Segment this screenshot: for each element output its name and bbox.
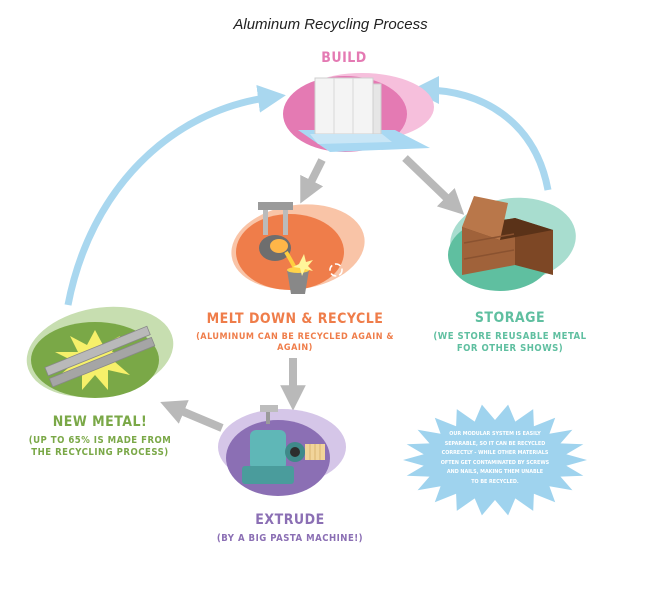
arrow-extrude-to-newmetal <box>160 400 224 432</box>
arrow-build-to-storage <box>402 155 465 215</box>
storage-sub-2: FOR OTHER SHOWS) <box>456 343 564 355</box>
newmetal-sub-2: THE RECYCLING PROCESS) <box>31 447 169 459</box>
melt-illustration <box>231 202 365 294</box>
step-extrude: EXTRUDE (BY A BIG PASTA MACHINE!) <box>210 512 370 544</box>
extrude-illustration <box>218 405 346 496</box>
step-newmetal: NEW METAL! (UP TO 65% IS MADE FROM THE R… <box>20 414 180 459</box>
step-storage: STORAGE (WE STORE REUSABLE METAL FOR OTH… <box>430 310 590 355</box>
note-line: AND NAILS, MAKING THEM UNABLE <box>446 469 544 475</box>
note-text: OUR MODULAR SYSTEM IS EASILY SEPARABLE, … <box>420 430 570 487</box>
note-line: OUR MODULAR SYSTEM IS EASILY <box>449 431 541 437</box>
melt-label: MELT DOWN & RECYCLE <box>206 311 384 327</box>
note-burst <box>403 404 587 516</box>
newmetal-sub-1: (UP TO 65% IS MADE FROM <box>28 434 172 446</box>
step-melt: MELT DOWN & RECYCLE (ALUMINUM CAN BE REC… <box>180 311 410 354</box>
arrow-build-to-melt <box>300 158 326 204</box>
extrude-sub: (BY A BIG PASTA MACHINE!) <box>216 532 364 544</box>
arrow-storage-to-build <box>411 76 552 191</box>
note-line: CORRECTLY - WHILE OTHER MATERIALS <box>441 450 549 456</box>
note-line: OFTEN GET CONTAMINATED BY SCREWS <box>440 459 550 466</box>
build-illustration <box>283 73 434 152</box>
note-line: SEPARABLE, SO IT CAN BE RECYCLED <box>444 440 546 447</box>
arrow-newmetal-to-build <box>64 84 286 306</box>
newmetal-illustration <box>26 306 174 398</box>
melt-sub: (ALUMINUM CAN BE RECYCLED AGAIN & AGAIN) <box>196 331 394 353</box>
storage-sub-1: (WE STORE REUSABLE METAL <box>433 330 587 342</box>
diagram-title: Aluminum Recycling Process <box>233 16 428 33</box>
note-line: TO BE RECYCLED. <box>471 478 519 485</box>
newmetal-label: NEW METAL! <box>52 414 148 430</box>
build-label: BUILD <box>321 50 367 66</box>
extrude-label: EXTRUDE <box>255 512 325 528</box>
storage-illustration <box>448 196 576 291</box>
storage-label: STORAGE <box>474 310 546 326</box>
step-build: BUILD <box>300 50 388 68</box>
